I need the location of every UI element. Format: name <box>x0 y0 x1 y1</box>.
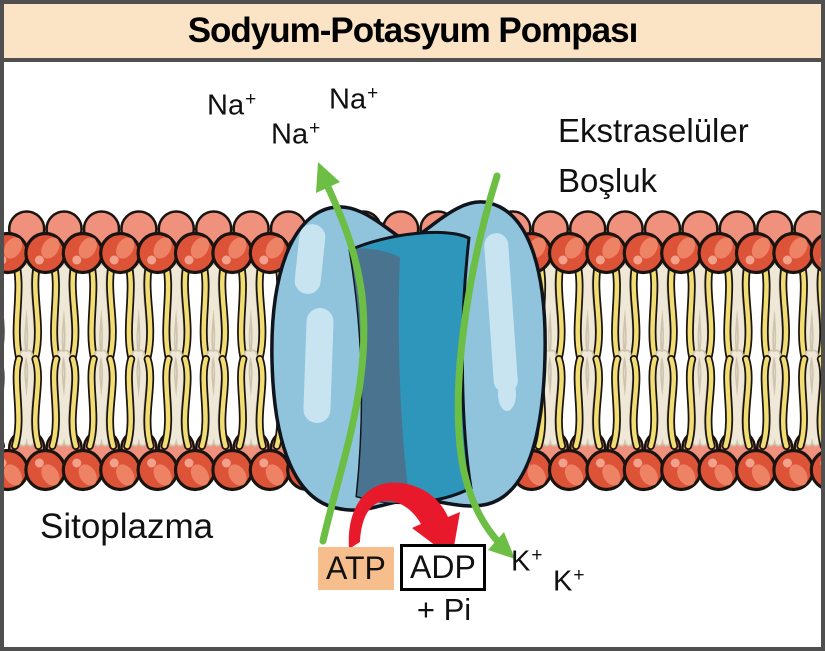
na-ion-label-3: Na+ <box>329 82 379 117</box>
diagram-title: Sodyum-Potasyum Pompası <box>187 11 639 50</box>
pi-label: + Pi <box>416 592 472 627</box>
na-ion-label-2: Na+ <box>271 117 321 152</box>
cytoplasm-label: Sitoplazma <box>40 507 214 546</box>
k-ion-text: K <box>553 565 573 598</box>
title-bar: Sodyum-Potasyum Pompası <box>4 4 821 62</box>
adp-label: ADP <box>400 544 486 591</box>
extracellular-space-label: Ekstraselüler Boşluk <box>558 106 749 206</box>
sodium-export-arrow <box>316 162 368 545</box>
na-ion-label-1: Na+ <box>207 88 257 123</box>
na-ion-charge: + <box>245 89 257 110</box>
k-ion-label-2: K+ <box>553 564 585 599</box>
k-ion-text: K <box>511 545 531 578</box>
k-ion-charge: + <box>573 565 585 586</box>
k-ion-label-1: K+ <box>511 544 543 579</box>
potassium-import-arrow <box>454 172 515 559</box>
na-ion-text: Na <box>207 89 245 122</box>
diagram-canvas: Na+ Na+ Na+ Ekstraselüler Boşluk Sitopla… <box>4 62 821 647</box>
atp-label: ATP <box>318 547 394 590</box>
extracellular-line1: Ekstraselüler <box>558 112 749 149</box>
k-ion-charge: + <box>531 545 543 566</box>
extracellular-line2: Boşluk <box>558 162 658 199</box>
na-ion-text: Na <box>271 118 309 151</box>
pump-protein <box>270 200 547 512</box>
na-ion-charge: + <box>367 83 379 104</box>
membrane-pump-illustration <box>4 162 821 559</box>
na-ion-charge: + <box>309 118 321 139</box>
atp-hydrolysis-arrow <box>348 482 460 558</box>
na-ion-text: Na <box>329 83 367 116</box>
